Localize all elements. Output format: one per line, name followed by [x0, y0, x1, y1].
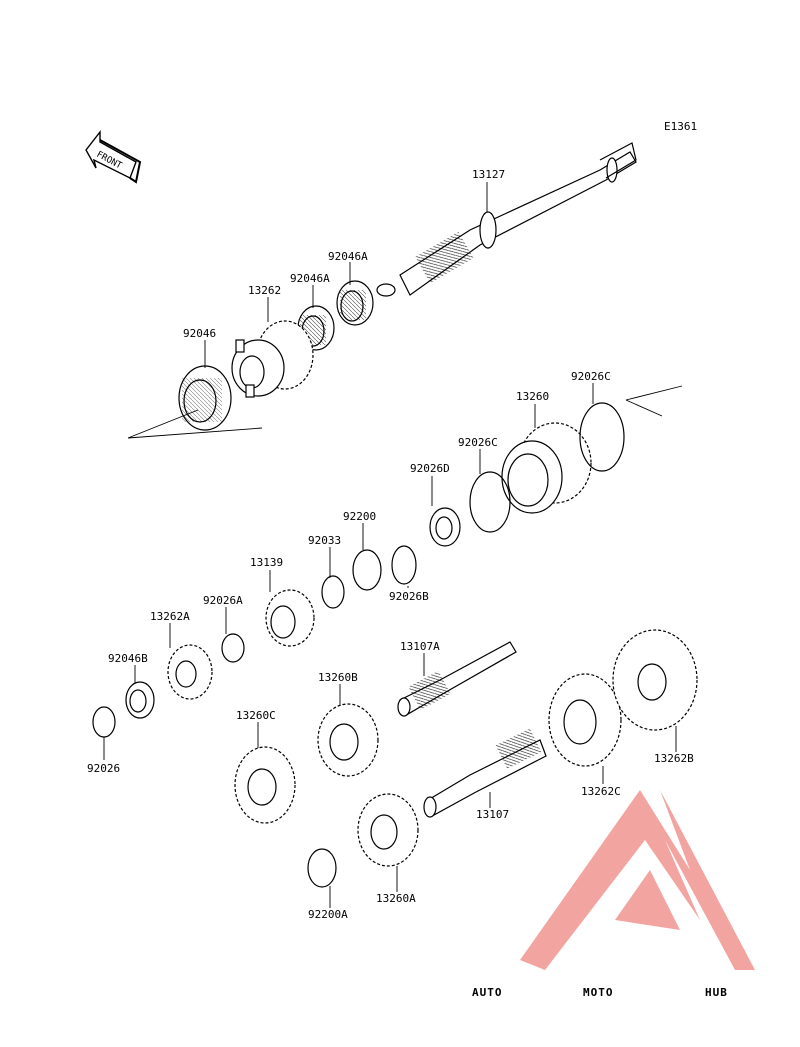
- watermark-moto: MOTO: [583, 986, 614, 999]
- label-92026A: 92026A: [203, 594, 243, 607]
- bearing-92046B: [125, 681, 155, 719]
- gear-13262A: [167, 644, 213, 700]
- watermark-hub: HUB: [705, 986, 728, 999]
- label-92046: 92046: [183, 327, 216, 340]
- bearing-92046A-2: [336, 280, 374, 326]
- label-13262C: 13262C: [581, 785, 621, 798]
- gear-13262: [231, 320, 314, 398]
- label-13262A: 13262A: [150, 610, 190, 623]
- diagram-code: E1361: [664, 120, 697, 133]
- label-92200A: 92200A: [308, 908, 348, 921]
- gear-13260: [501, 422, 592, 514]
- watermark-auto: AUTO: [472, 986, 503, 999]
- gear-13262C: [548, 673, 622, 767]
- label-13107A: 13107A: [400, 640, 440, 653]
- lockwasher-92026D: [429, 507, 461, 547]
- label-92026D: 92026D: [410, 462, 450, 475]
- label-92026C-2: 92026C: [571, 370, 611, 383]
- gear-13260C: [234, 746, 296, 824]
- washer-92026A: [221, 633, 245, 663]
- circlip-92033: [321, 575, 345, 609]
- label-13262: 13262: [248, 284, 281, 297]
- front-arrow-icon: FRONT: [85, 129, 142, 184]
- guide-line-right: [625, 385, 683, 417]
- shaft-13107A: [397, 641, 517, 717]
- label-92200: 92200: [343, 510, 376, 523]
- label-13260B: 13260B: [318, 671, 358, 684]
- label-92026C-1: 92026C: [458, 436, 498, 449]
- label-13107: 13107: [476, 808, 509, 821]
- gear-13262B: [612, 629, 698, 731]
- label-13260: 13260: [516, 390, 549, 403]
- label-13260C: 13260C: [236, 709, 276, 722]
- watermark-text: AUTO MOTO HUB: [472, 986, 728, 999]
- label-92026: 92026: [87, 762, 120, 775]
- gear-13139: [265, 589, 315, 647]
- ring-92026C-2: [579, 402, 625, 472]
- shaft-13127: [376, 142, 637, 297]
- part-labels: 13127 92046A 92046A 13262 92046 13260 92…: [87, 168, 694, 921]
- bearing-92046: [178, 365, 232, 431]
- washer-92026: [92, 706, 116, 738]
- label-92033: 92033: [308, 534, 341, 547]
- washer-92200A: [307, 848, 337, 888]
- shaft-13107: [423, 728, 547, 818]
- label-13262B: 13262B: [654, 752, 694, 765]
- ring-92026C-1: [469, 471, 511, 533]
- watermark-logo: [520, 790, 755, 970]
- ring-92026B: [391, 545, 417, 585]
- label-92046A-2: 92046A: [328, 250, 368, 263]
- label-13260A: 13260A: [376, 892, 416, 905]
- leader-lines: [103, 182, 677, 908]
- label-13139: 13139: [250, 556, 283, 569]
- guide-line-upper: [127, 409, 263, 439]
- gear-13260A: [357, 793, 419, 867]
- label-13127: 13127: [472, 168, 505, 181]
- label-92026B: 92026B: [389, 590, 429, 603]
- label-92046B: 92046B: [108, 652, 148, 665]
- gear-13260B: [317, 703, 379, 777]
- label-92046A-1: 92046A: [290, 272, 330, 285]
- ring-92200: [352, 549, 382, 591]
